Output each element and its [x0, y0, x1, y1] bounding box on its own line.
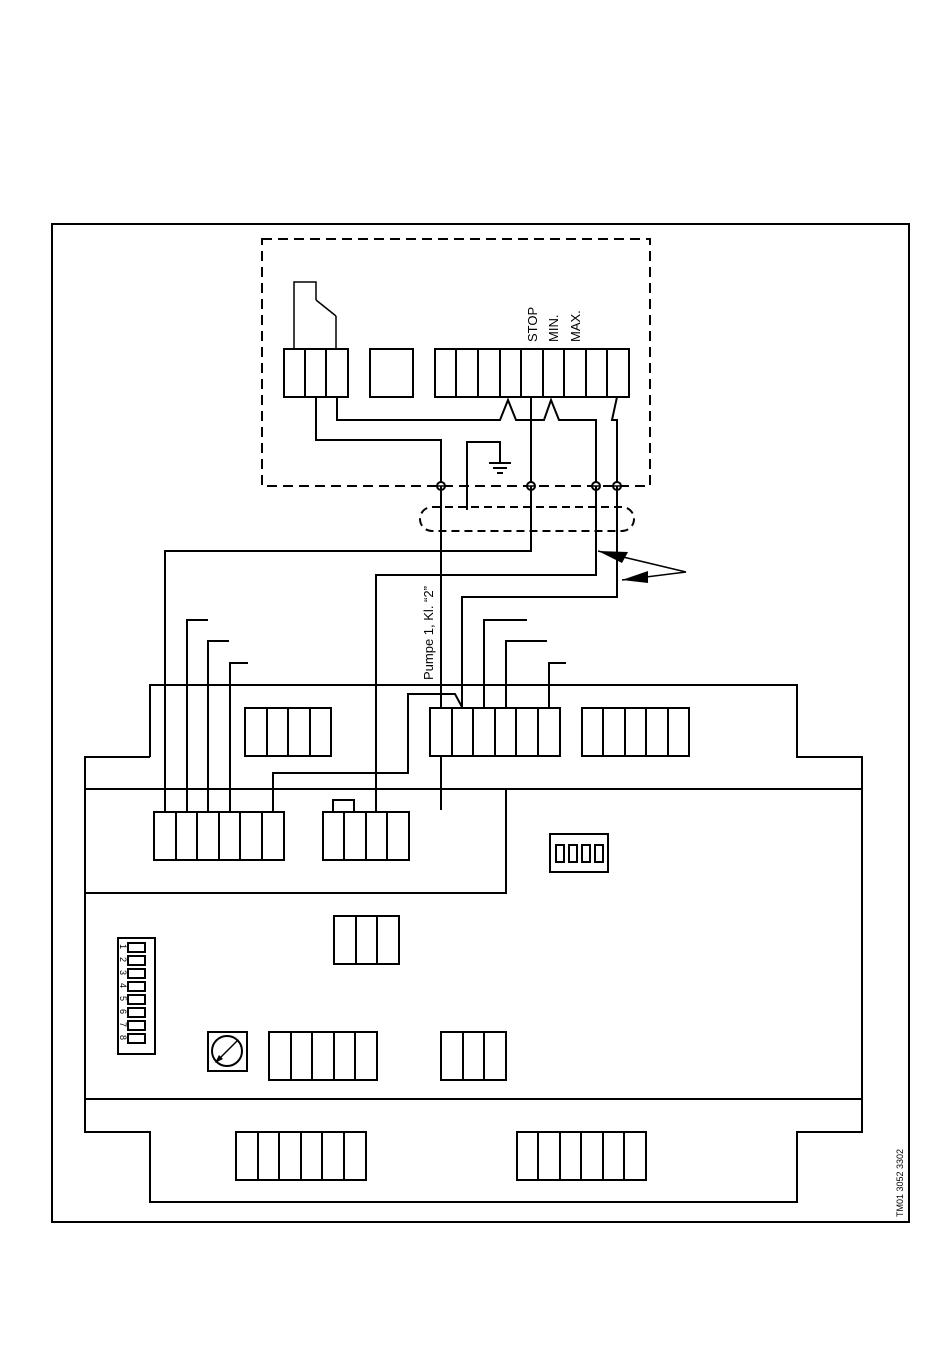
dip-number-2: 2	[118, 957, 128, 962]
max-label: MAX.	[568, 310, 583, 342]
dip-number-4: 4	[118, 983, 128, 988]
controller-terminal-block-middle	[334, 916, 399, 964]
controller-terminal-block-lower-right	[441, 1032, 506, 1080]
dip-number-1: 1	[118, 944, 128, 949]
potentiometer-icon	[208, 1032, 247, 1071]
controller-terminal-block-bottom-left	[236, 1132, 366, 1180]
dip-number-8: 8	[118, 1035, 128, 1040]
controller-terminal-block-top-right	[582, 708, 689, 756]
module-terminal-block-left	[154, 812, 284, 860]
drawing-code: TM01 3052 3302	[895, 1149, 905, 1217]
signal-cables	[165, 486, 617, 812]
pump-terminal-label: Pumpe 1, Kl. “2”	[421, 586, 436, 680]
lead-wires-right	[484, 620, 566, 708]
enclosure-wiring	[316, 397, 617, 510]
controller-terminal-block-top-left	[245, 708, 331, 756]
controller-terminal-block-top-center	[430, 708, 560, 756]
dip-number-3: 3	[118, 970, 128, 975]
controller-terminal-block-bottom-right	[517, 1132, 646, 1180]
controller-module-panel	[85, 789, 506, 893]
dip-number-6: 6	[118, 1009, 128, 1014]
dip-number-5: 5	[118, 996, 128, 1001]
relay-contact	[294, 282, 336, 350]
enclosure-terminal-single	[370, 349, 413, 397]
module-terminal-block-right	[323, 800, 409, 860]
min-label: MIN.	[546, 315, 561, 342]
dip-switch-4way	[550, 834, 608, 872]
dip-number-7: 7	[118, 1022, 128, 1027]
twisted-pair-arrow	[598, 551, 686, 583]
enclosure-terminal-block-a	[284, 349, 348, 397]
stop-label: STOP	[525, 307, 540, 342]
controller-terminal-block-lower-left	[269, 1032, 377, 1080]
controller-housing	[85, 685, 862, 1202]
cable-shield	[420, 507, 634, 531]
enclosure-terminal-block-b	[435, 349, 629, 397]
